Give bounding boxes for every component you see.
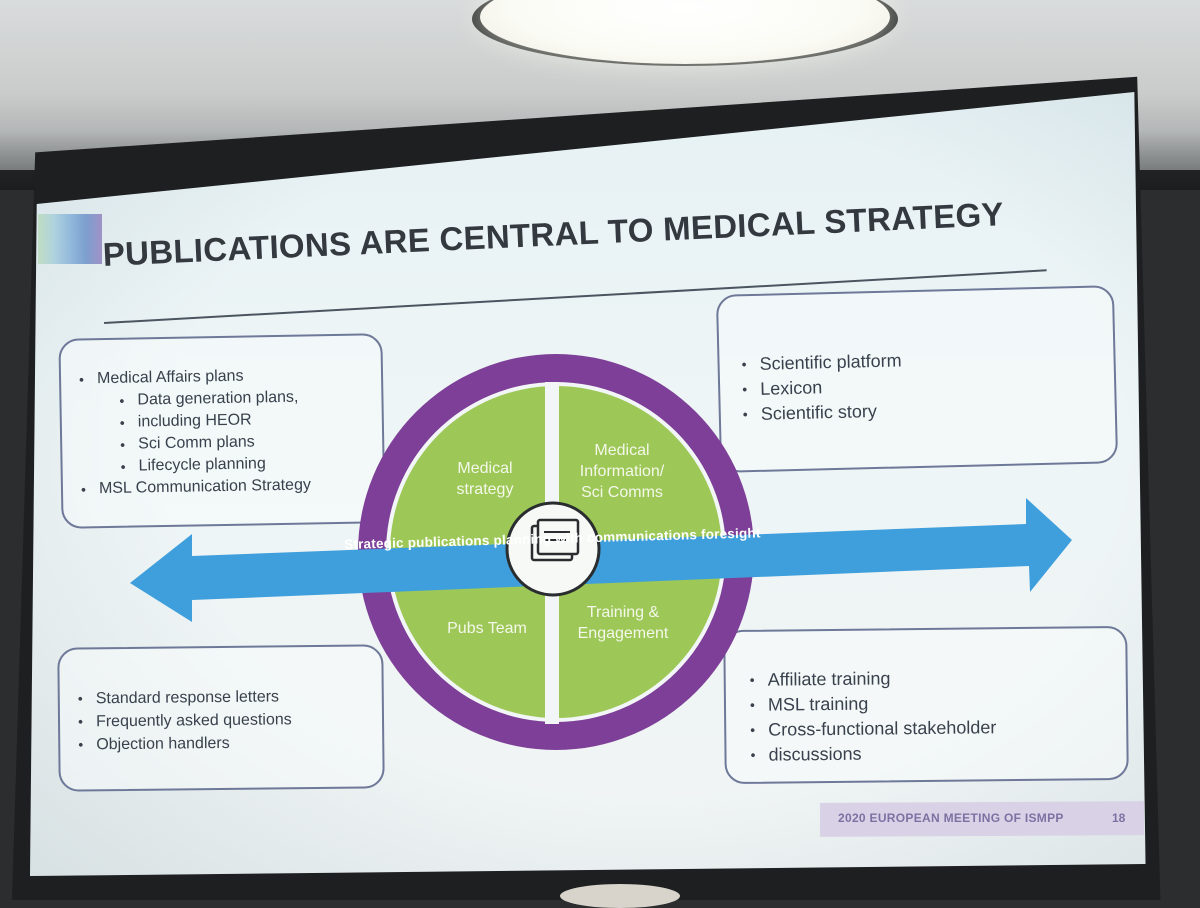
document-stack-icon [530,518,580,562]
segment-label-line: Training & [586,604,660,621]
segment-medical-information: Medical Information/ Sci Comms [560,440,684,503]
segment-pubs-team: Pubs Team [432,618,542,639]
segment-medical-strategy: Medical strategy [440,458,530,500]
segment-label-line: Information/ [579,463,665,480]
segment-label-line: Sci Comms [581,484,663,501]
audience-head [560,884,680,908]
double-arrow [130,498,1072,622]
footer-event: 2020 EUROPEAN MEETING OF ISMPP [838,811,1064,825]
brand-color-bars [38,214,102,264]
segment-label-line: Engagement [577,625,669,642]
segment-label-line: strategy [456,481,514,498]
segment-label-line: Pubs Team [447,620,527,637]
segment-label-line: Medical [457,460,513,477]
segment-label-line: Medical [594,442,650,459]
segment-training-engagement: Training & Engagement [560,602,686,644]
page-number: 18 [1112,811,1126,825]
